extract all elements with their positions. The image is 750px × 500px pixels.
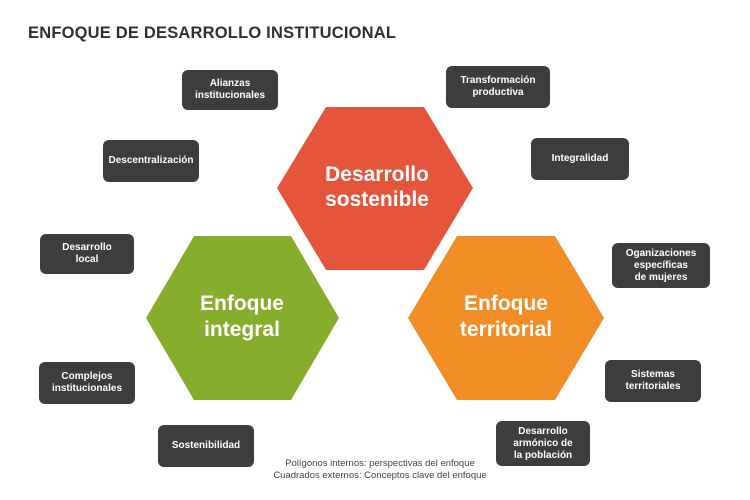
hexagon-enfoque-territorial: Enfoque territorial	[408, 236, 604, 400]
concept-integralidad-label: Integralidad	[551, 153, 609, 164]
hexagon-integral-label-1: Enfoque	[200, 292, 284, 315]
concept-box-alianzas: Alianzas institucionales	[182, 70, 278, 110]
hexagon-desarrollo-sostenible: Desarrollo sostenible	[277, 107, 473, 270]
concept-desarrollo-armonico-label: Desarrollo armónico de la población	[513, 425, 573, 461]
concept-transformacion-label: Transformación productiva	[460, 75, 536, 98]
concept-box-transformacion: Transformación productiva	[446, 66, 550, 108]
legend-note-line-2: Cuadrados externos: Conceptos clave del …	[273, 470, 487, 481]
legend-note: Polígonos internos: perspectivas del enf…	[260, 458, 500, 482]
hexagon-territorial-label-1: Enfoque	[464, 292, 548, 315]
concept-box-organizaciones: Oganizaciones específicas de mujeres	[612, 243, 710, 288]
hexagon-integral-shape	[146, 236, 339, 400]
hexagon-sostenible-label-2: sostenible	[325, 188, 429, 211]
legend-note-line-1: Polígonos internos: perspectivas del enf…	[285, 458, 475, 469]
concept-desarrollo-local-label: Desarrollo local	[62, 242, 112, 265]
concept-sostenibilidad-label: Sostenibilidad	[171, 440, 241, 451]
concept-box-sostenibilidad: Sostenibilidad	[158, 425, 254, 467]
page-title: ENFOQUE DE DESARROLLO INSTITUCIONAL	[28, 24, 397, 42]
concept-descentralizacion-label: Descentralización	[108, 155, 194, 166]
concept-box-complejos: Complejos institucionales	[39, 362, 135, 404]
hexagon-territorial-shape	[408, 236, 604, 400]
concept-sistemas-label: Sistemas territoriales	[625, 369, 681, 392]
concept-box-desarrollo-armonico: Desarrollo armónico de la población	[496, 421, 590, 466]
hexagon-sostenible-label-1: Desarrollo	[325, 163, 429, 186]
concept-organizaciones-label: Oganizaciones específicas de mujeres	[625, 247, 697, 283]
hexagon-integral-label-2: integral	[204, 318, 280, 341]
hexagon-enfoque-integral: Enfoque integral	[146, 236, 339, 400]
concept-complejos-label: Complejos institucionales	[51, 371, 122, 394]
concept-box-desarrollo-local: Desarrollo local	[40, 234, 134, 274]
hexagon-territorial-label-2: territorial	[460, 318, 552, 341]
concept-box-integralidad: Integralidad	[531, 138, 629, 180]
hexagon-sostenible-shape	[277, 107, 473, 270]
concept-box-sistemas: Sistemas territoriales	[605, 360, 701, 402]
concept-box-descentralizacion: Descentralización	[103, 140, 199, 182]
concept-alianzas-label: Alianzas institucionales	[194, 78, 265, 101]
